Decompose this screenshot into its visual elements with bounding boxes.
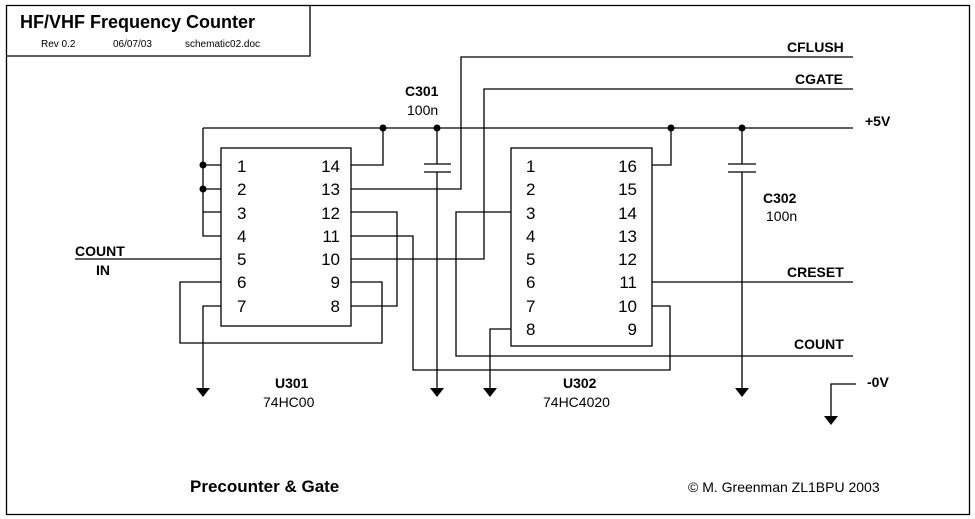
count-in-label-line1: COUNT xyxy=(75,243,125,259)
junction-dot xyxy=(667,124,675,132)
u302-pin-11: 11 xyxy=(619,273,637,292)
u302-chip: 1 2 3 4 5 6 7 8 16 15 14 13 12 11 10 9 xyxy=(510,147,653,347)
caption: Precounter & Gate xyxy=(190,477,339,496)
u302-part: 74HC4020 xyxy=(543,394,610,410)
filename-label: schematic02.doc xyxy=(185,39,260,50)
u302-pin-9: 9 xyxy=(628,320,637,339)
copyright: © M. Greenman ZL1BPU 2003 xyxy=(688,479,880,495)
u301-pin-6: 6 xyxy=(237,273,246,292)
vplus-label: +5V xyxy=(865,113,891,129)
u301-pin-12: 12 xyxy=(321,204,340,223)
cflush-label: CFLUSH xyxy=(787,39,844,55)
junction-dot xyxy=(199,185,207,193)
junction-dot xyxy=(199,161,207,169)
junction-dots xyxy=(199,124,746,193)
u301-pin-10: 10 xyxy=(321,250,340,269)
c301-value: 100n xyxy=(407,102,438,118)
u301-pin-1: 1 xyxy=(237,157,246,176)
u301-pin-13: 13 xyxy=(321,180,340,199)
u301-ref: U301 xyxy=(275,375,309,391)
c302-value: 100n xyxy=(766,208,797,224)
u301-pin-8: 8 xyxy=(331,297,340,316)
u302-ref: U302 xyxy=(563,375,597,391)
u302-pin-1: 1 xyxy=(526,157,535,176)
u302-pin-13: 13 xyxy=(618,227,637,246)
junction-dot xyxy=(738,124,746,132)
u301-pin-9: 9 xyxy=(331,273,340,292)
u302-pin-10: 10 xyxy=(618,297,637,316)
vzero-label: -0V xyxy=(867,374,889,390)
schematic-title: HF/VHF Frequency Counter xyxy=(20,12,255,32)
ground-arrow-icon xyxy=(483,388,497,397)
cgate-label: CGATE xyxy=(795,71,843,87)
u301-part: 74HC00 xyxy=(263,394,315,410)
u301-chip: 1 2 3 4 5 6 7 14 13 12 11 10 9 8 xyxy=(220,147,352,327)
u301-pin-4: 4 xyxy=(237,227,246,246)
u301-pin-11: 11 xyxy=(322,227,340,246)
cgate-net xyxy=(351,88,853,260)
ground-symbols xyxy=(196,388,838,425)
u302-pin-7: 7 xyxy=(526,297,535,316)
u302-pin-5: 5 xyxy=(526,250,535,269)
date-label: 06/07/03 xyxy=(113,39,152,50)
junction-dot xyxy=(379,124,387,132)
u301-pin-2: 2 xyxy=(237,180,246,199)
count-in-label-line2: IN xyxy=(96,262,110,278)
sheet-border xyxy=(5,4,971,516)
c301-ref: C301 xyxy=(405,83,439,99)
cflush-net xyxy=(351,56,853,190)
ground-arrow-icon xyxy=(824,416,838,425)
u301-pin-5: 5 xyxy=(237,250,246,269)
junction-dot xyxy=(433,124,441,132)
u302-pin-15: 15 xyxy=(618,180,637,199)
u302-pin-6: 6 xyxy=(526,273,535,292)
ground-arrow-icon xyxy=(430,388,444,397)
u302-pin-16: 16 xyxy=(618,157,637,176)
revision-label: Rev 0.2 xyxy=(41,39,76,50)
u302-pin-3: 3 xyxy=(526,204,535,223)
u301-pin-3: 3 xyxy=(237,204,246,223)
u302-pin-4: 4 xyxy=(526,227,535,246)
u301-pin-14: 14 xyxy=(321,157,340,176)
ground-arrow-icon xyxy=(196,388,210,397)
ground-arrow-icon xyxy=(735,388,749,397)
u302-pin-8: 8 xyxy=(526,320,535,339)
c302-ref: C302 xyxy=(763,190,797,206)
creset-label: CRESET xyxy=(787,264,844,280)
wires xyxy=(75,56,856,416)
title-block: HF/VHF Frequency Counter Rev 0.2 06/07/0… xyxy=(7,6,311,57)
u302-pin-12: 12 xyxy=(618,250,637,269)
u301-pin-7: 7 xyxy=(237,297,246,316)
count-label: COUNT xyxy=(794,336,844,352)
u302-pin-14: 14 xyxy=(618,204,637,223)
u302-pin-2: 2 xyxy=(526,180,535,199)
